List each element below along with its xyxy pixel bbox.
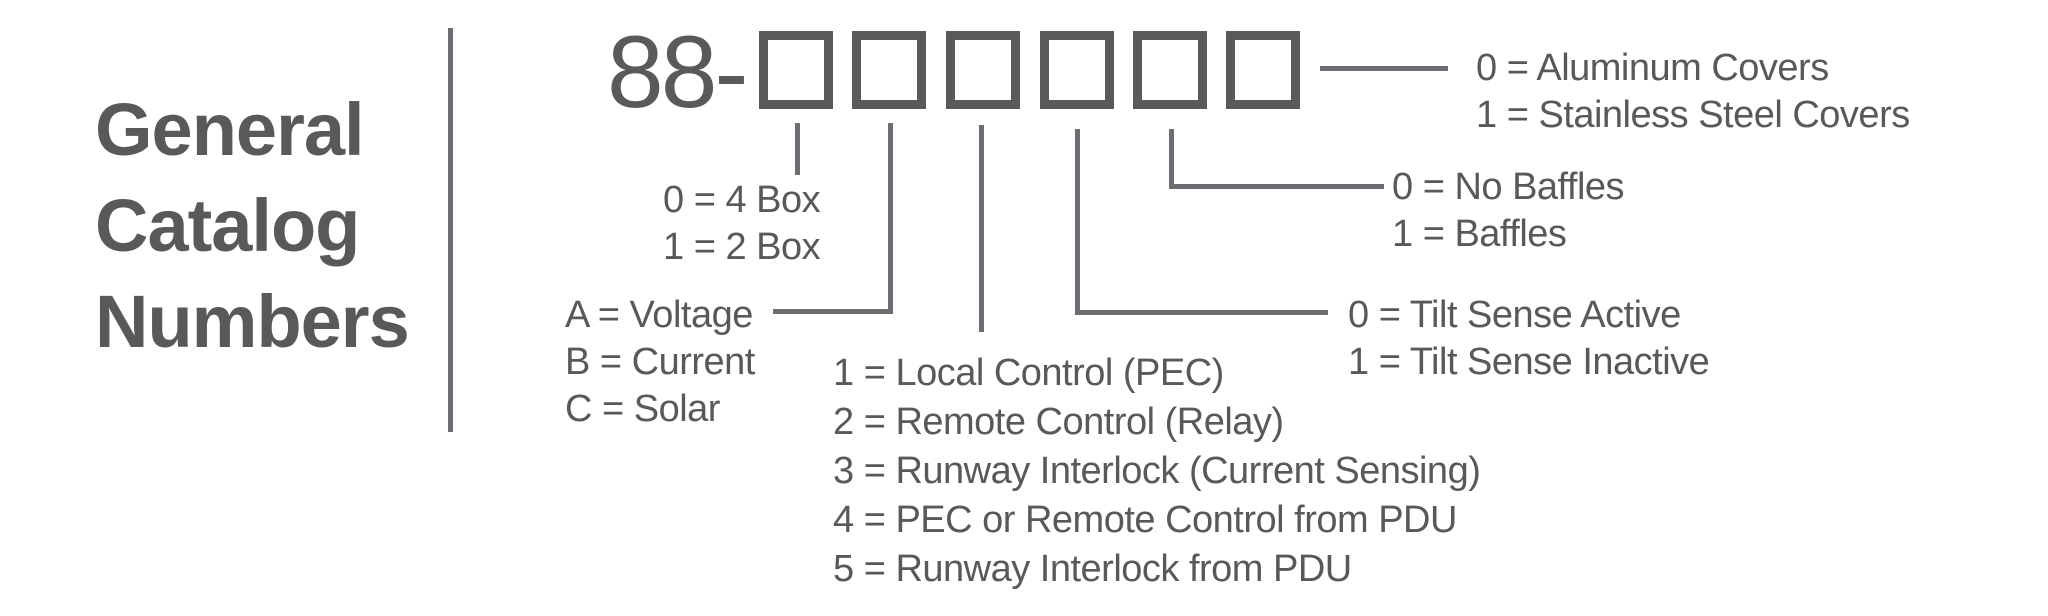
section-title: General Catalog Numbers xyxy=(95,82,410,370)
digit-box-1 xyxy=(759,31,833,109)
digit-6-options: 0 = Aluminum Covers 1 = Stainless Steel … xyxy=(1476,45,1910,139)
digit-3-option: 2 = Remote Control (Relay) xyxy=(833,401,1284,443)
digit-box-6 xyxy=(1226,31,1300,109)
digit-3-option: 1 = Local Control (PEC) xyxy=(833,352,1224,394)
digit-5-options: 0 = No Baffles 1 = Baffles xyxy=(1392,164,1625,258)
digit-4-option: 0 = Tilt Sense Active xyxy=(1348,294,1681,336)
digit-box-2 xyxy=(852,31,926,109)
catalog-prefix: 88- xyxy=(607,15,748,129)
digit-box-3 xyxy=(946,31,1020,109)
connector-digit-4-horizontal xyxy=(1075,310,1328,315)
digit-2-options: A = Voltage B = Current C = Solar xyxy=(565,292,755,433)
connector-digit-6 xyxy=(1320,66,1448,71)
digit-6-option: 1 = Stainless Steel Covers xyxy=(1476,94,1910,136)
digit-box-4 xyxy=(1040,31,1114,109)
digit-5-option: 1 = Baffles xyxy=(1392,213,1567,255)
connector-digit-5-vertical xyxy=(1169,129,1174,189)
digit-4-option: 1 = Tilt Sense Inactive xyxy=(1348,341,1710,383)
section-title-line-1: General xyxy=(95,88,365,171)
digit-box-5 xyxy=(1133,31,1207,109)
connector-digit-1 xyxy=(795,123,800,175)
connector-digit-2-vertical xyxy=(888,123,893,314)
digit-2-option: B = Current xyxy=(565,341,755,383)
digit-1-option: 0 = 4 Box xyxy=(663,179,821,221)
digit-4-options: 0 = Tilt Sense Active 1 = Tilt Sense Ina… xyxy=(1348,292,1710,386)
digit-6-option: 0 = Aluminum Covers xyxy=(1476,47,1829,89)
digit-2-option: C = Solar xyxy=(565,388,720,430)
digit-1-options: 0 = 4 Box 1 = 2 Box xyxy=(663,177,821,271)
connector-digit-2-horizontal xyxy=(773,309,893,314)
connector-digit-4-vertical xyxy=(1075,129,1080,315)
digit-2-option: A = Voltage xyxy=(565,294,753,336)
digit-3-options: 1 = Local Control (PEC) 2 = Remote Contr… xyxy=(833,349,1481,594)
digit-3-option: 3 = Runway Interlock (Current Sensing) xyxy=(833,450,1481,492)
section-title-line-3: Numbers xyxy=(95,280,410,363)
connector-digit-5-horizontal xyxy=(1169,184,1384,189)
connector-digit-3 xyxy=(979,125,984,332)
vertical-divider xyxy=(448,28,453,432)
digit-5-option: 0 = No Baffles xyxy=(1392,166,1625,208)
digit-3-option: 5 = Runway Interlock from PDU xyxy=(833,548,1352,590)
digit-1-option: 1 = 2 Box xyxy=(663,226,821,268)
digit-3-option: 4 = PEC or Remote Control from PDU xyxy=(833,499,1457,541)
section-title-line-2: Catalog xyxy=(95,184,360,267)
